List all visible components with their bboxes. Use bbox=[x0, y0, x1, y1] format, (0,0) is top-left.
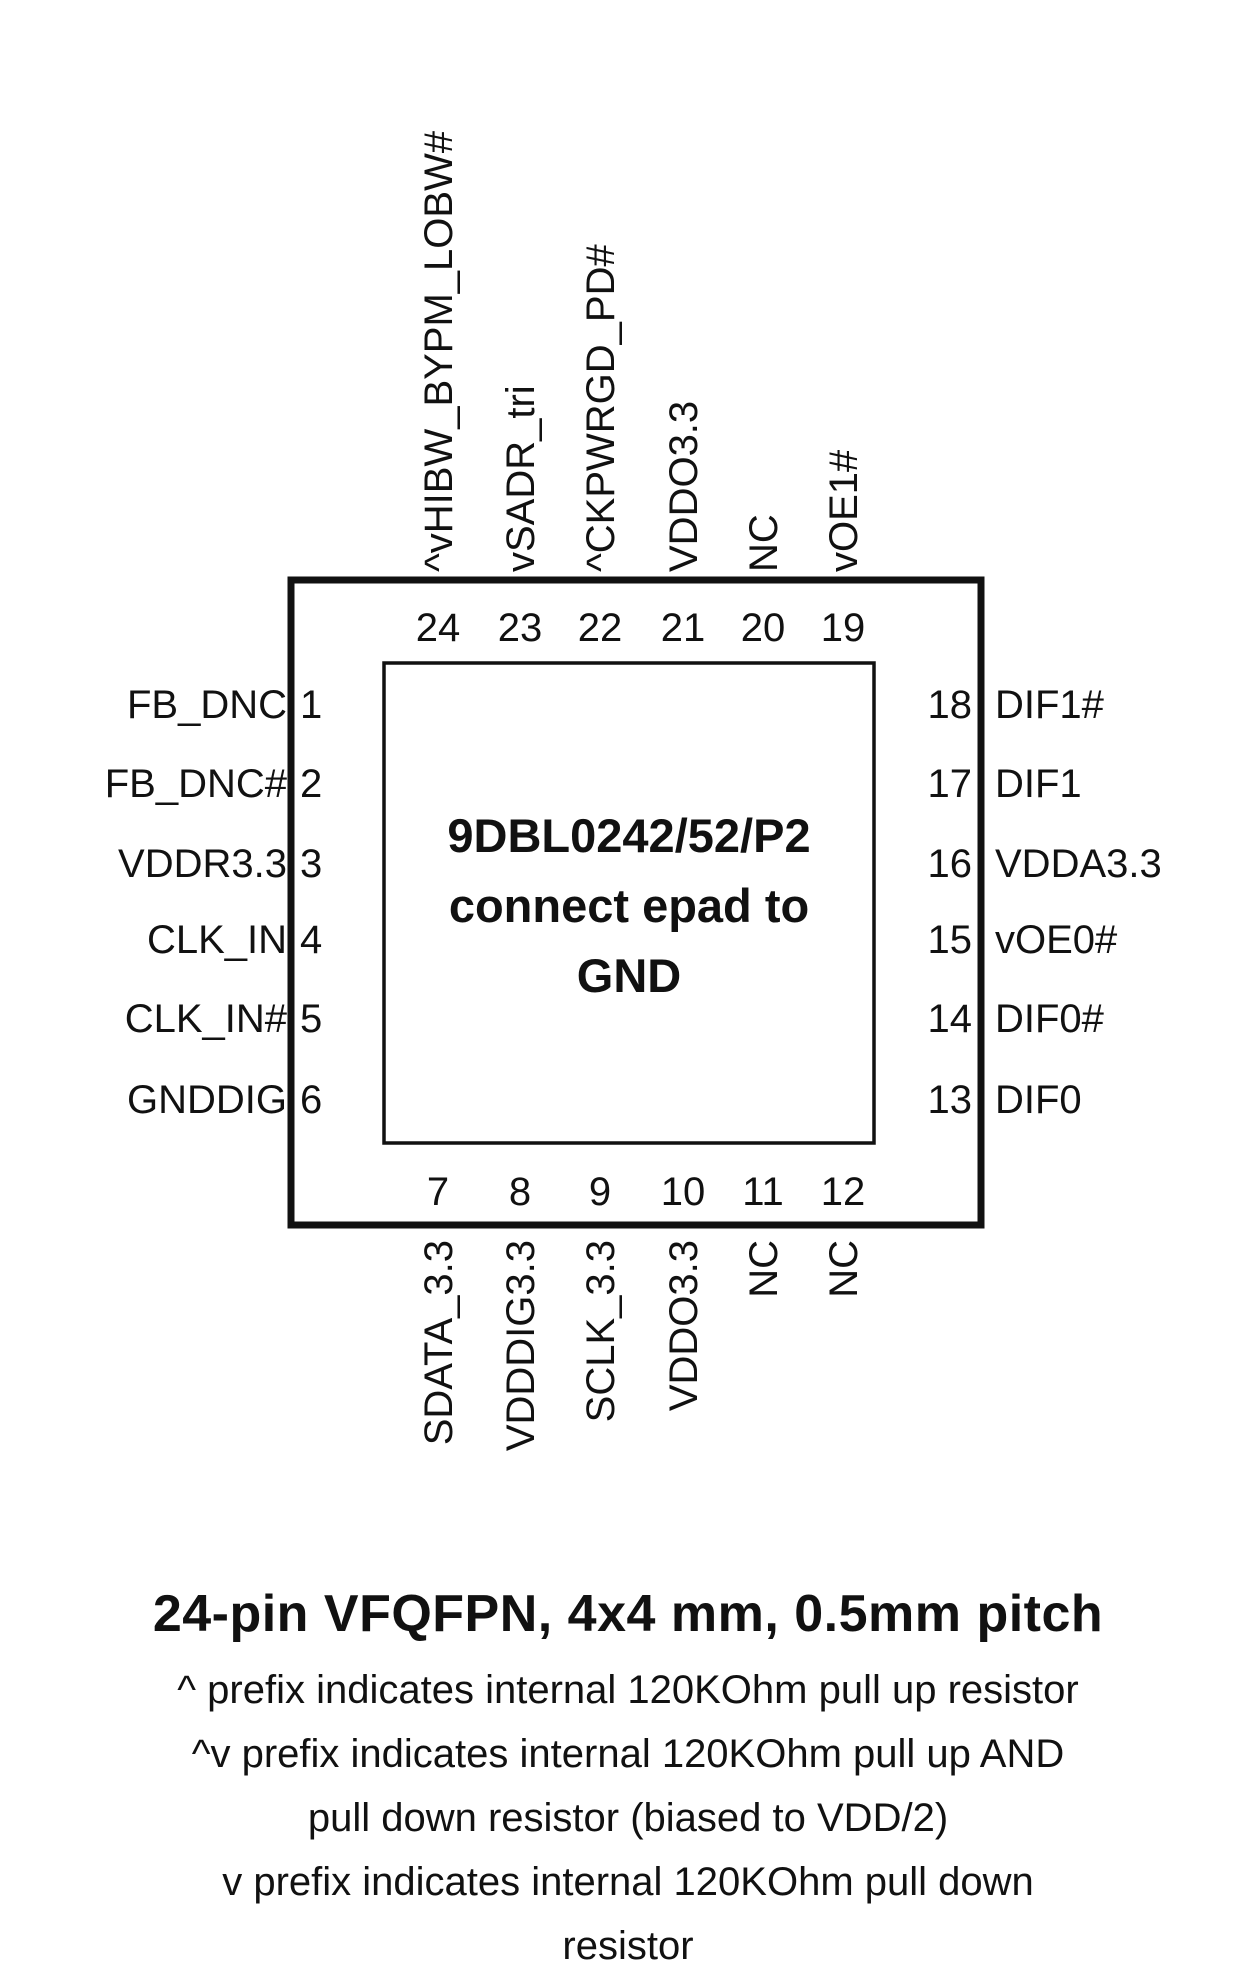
pin-18-name: DIF1# bbox=[995, 683, 1105, 727]
exposed-pad bbox=[382, 661, 876, 1145]
pin-7-name: SDATA_3.3 bbox=[417, 1240, 461, 1445]
pin-8-name: VDDDIG3.3 bbox=[499, 1240, 543, 1451]
pin-18-number: 18 bbox=[928, 683, 973, 727]
pin-4-name: CLK_IN bbox=[147, 918, 287, 962]
pin-23-number: 23 bbox=[498, 606, 543, 650]
pin-4-number: 4 bbox=[300, 918, 322, 962]
pin-16-number: 16 bbox=[928, 842, 973, 886]
pin-20-number: 20 bbox=[741, 606, 786, 650]
pin-24-name: ^vHIBW_BYPM_LOBW# bbox=[417, 130, 461, 572]
pin-6-name: GNDDIG bbox=[127, 1078, 287, 1122]
pin-13-number: 13 bbox=[928, 1078, 973, 1122]
pin-1-number: 1 bbox=[300, 683, 322, 727]
pin-20-name: NC bbox=[742, 514, 786, 572]
pin-2-number: 2 bbox=[300, 762, 322, 806]
pin-21-name: VDDO3.3 bbox=[662, 401, 706, 572]
pullup-pulldown-note-line-1: ^v prefix indicates internal 120KOhm pul… bbox=[191, 1732, 1065, 1776]
pin-12-name: NC bbox=[822, 1240, 866, 1298]
pin-19-number: 19 bbox=[821, 606, 866, 650]
pin-3-name: VDDR3.3 bbox=[118, 842, 287, 886]
pin-14-number: 14 bbox=[928, 997, 973, 1041]
pulldown-note-line-2: resistor bbox=[562, 1924, 694, 1968]
pullup-pulldown-note: ^v prefix indicates internal 120KOhm pul… bbox=[0, 1722, 1256, 1850]
chip-label-line-2: connect epad to bbox=[449, 879, 809, 932]
chip-label-line-1: 9DBL0242/52/P2 bbox=[447, 809, 810, 862]
pin-15-name: vOE0# bbox=[995, 918, 1118, 962]
pin-5-name: CLK_IN# bbox=[125, 997, 288, 1041]
pin-1-name: FB_DNC bbox=[127, 683, 287, 727]
pullup-note: ^ prefix indicates internal 120KOhm pull… bbox=[177, 1668, 1079, 1712]
pin-21-number: 21 bbox=[661, 606, 706, 650]
pin-9-name: SCLK_3.3 bbox=[579, 1240, 623, 1422]
pin-24-number: 24 bbox=[416, 606, 461, 650]
pin-17-name: DIF1 bbox=[995, 762, 1082, 806]
pin-23-name: vSADR_tri bbox=[499, 385, 543, 572]
pin-14-name: DIF0# bbox=[995, 997, 1105, 1041]
pulldown-note: v prefix indicates internal 120KOhm pull… bbox=[0, 1850, 1256, 1978]
pin-8-number: 8 bbox=[509, 1170, 531, 1214]
pin-10-number: 10 bbox=[661, 1170, 706, 1214]
chip-label-line-3: GND bbox=[577, 949, 681, 1002]
pin-19-name: vOE1# bbox=[822, 449, 866, 572]
pin-11-number: 11 bbox=[742, 1170, 784, 1214]
pullup-pulldown-note-line-2: pull down resistor (biased to VDD/2) bbox=[307, 1796, 949, 1840]
pin-15-number: 15 bbox=[928, 918, 973, 962]
pin-12-number: 12 bbox=[821, 1170, 866, 1214]
package-title: 24-pin VFQFPN, 4x4 mm, 0.5mm pitch bbox=[152, 1585, 1104, 1643]
pin-10-name: VDDO3.3 bbox=[662, 1240, 706, 1411]
pin-7-number: 7 bbox=[427, 1170, 449, 1214]
pin-2-name: FB_DNC# bbox=[105, 762, 288, 806]
pin-17-number: 17 bbox=[928, 762, 973, 806]
pin-22-name: ^CKPWRGD_PD# bbox=[579, 244, 623, 572]
pin-22-number: 22 bbox=[578, 606, 623, 650]
pin-11-name: NC bbox=[742, 1240, 786, 1298]
pulldown-note-line-1: v prefix indicates internal 120KOhm pull… bbox=[222, 1860, 1034, 1904]
pin-6-number: 6 bbox=[300, 1078, 322, 1122]
pin-3-number: 3 bbox=[300, 842, 322, 886]
pin-13-name: DIF0 bbox=[995, 1078, 1082, 1122]
pin-9-number: 9 bbox=[589, 1170, 611, 1214]
pin-5-number: 5 bbox=[300, 997, 322, 1041]
package-outline bbox=[287, 576, 985, 1229]
pin-16-name: VDDA3.3 bbox=[995, 842, 1162, 886]
pin-labels: 1FB_DNC2FB_DNC#3VDDR3.34CLK_IN5CLK_IN#6G… bbox=[105, 130, 1162, 1451]
